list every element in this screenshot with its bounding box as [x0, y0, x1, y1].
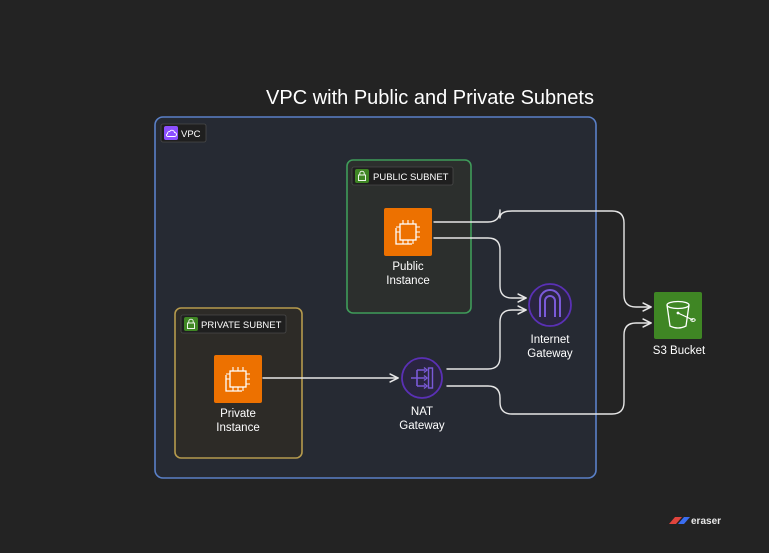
edge-public-instance-to-s3	[433, 209, 652, 312]
internet-gateway-label-line2: Gateway	[527, 348, 573, 360]
ec2-instance-icon	[214, 355, 262, 403]
private-instance-label-line2: Instance	[216, 422, 259, 434]
diagram-title: VPC with Public and Private Subnets	[266, 87, 594, 109]
internet-gateway-icon	[528, 283, 572, 327]
edge-nat-gateway-to-s3	[446, 318, 652, 415]
eraser-logo-icon	[669, 517, 690, 524]
ec2-instance-icon	[384, 208, 432, 256]
public-subnet-label: PUBLIC SUBNET	[373, 172, 449, 183]
connectors	[262, 209, 652, 415]
eraser-wordmark: eraser	[691, 516, 721, 527]
public-instance-node[interactable]: Public Instance	[384, 208, 432, 287]
lock-icon	[355, 169, 369, 183]
nat-gateway-node[interactable]: NAT Gateway	[399, 357, 445, 432]
private-instance-label-line1: Private	[220, 408, 256, 420]
eraser-logo: eraser	[669, 516, 721, 527]
private-subnet-label: PRIVATE SUBNET	[201, 320, 282, 331]
lock-icon	[184, 317, 198, 331]
vpc-label: VPC	[181, 129, 201, 140]
public-subnet-tag: PUBLIC SUBNET	[351, 166, 454, 186]
vpc-tag: VPC	[160, 123, 207, 143]
nat-gateway-label-line1: NAT	[411, 406, 433, 418]
edge-public-instance-to-internet-gateway	[433, 237, 527, 303]
private-subnet-tag: PRIVATE SUBNET	[180, 314, 287, 334]
nat-gateway-label-line2: Gateway	[399, 420, 445, 432]
private-instance-node[interactable]: Private Instance	[214, 355, 262, 434]
public-instance-label-line2: Instance	[386, 275, 429, 287]
s3-bucket-node[interactable]: S3 Bucket	[653, 292, 706, 357]
public-instance-label-line1: Public	[392, 261, 424, 273]
s3-bucket-label: S3 Bucket	[653, 345, 706, 357]
s3-bucket-icon	[654, 292, 702, 339]
edge-nat-gateway-to-internet-gateway	[446, 305, 527, 370]
internet-gateway-node[interactable]: Internet Gateway	[527, 283, 573, 360]
nat-gateway-icon	[401, 357, 443, 399]
internet-gateway-label-line1: Internet	[531, 334, 571, 346]
vpc-cloud-icon	[164, 126, 178, 140]
